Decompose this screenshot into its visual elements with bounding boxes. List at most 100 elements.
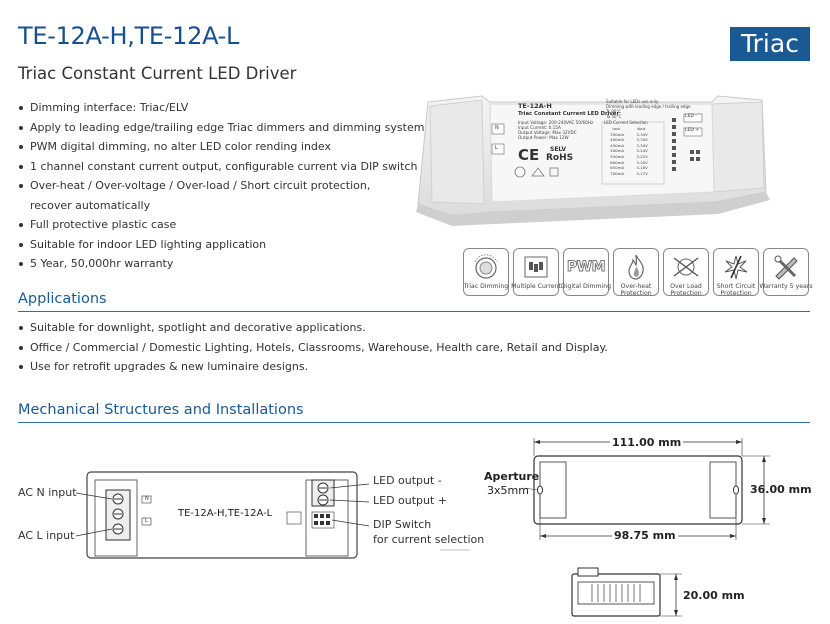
list-item-continuation: recover automatically bbox=[30, 198, 151, 212]
top-view-drawing bbox=[75, 471, 470, 559]
table-row: 650mA 3-18V bbox=[604, 165, 654, 171]
label-input-voltage: Input Voltage: 200-240VAC 50/60Hz bbox=[518, 120, 594, 125]
table-cell: 3-18V bbox=[636, 165, 648, 171]
table-row: 600mA 3-20V bbox=[604, 160, 654, 166]
label-notes: Suitable for LEDs use only Dimming with … bbox=[606, 99, 690, 119]
label-tc: Tc 90°C bbox=[606, 109, 622, 114]
list-item: Apply to leading edge/trailing edge Tria… bbox=[18, 118, 424, 138]
table-cell: 350mA bbox=[610, 131, 625, 137]
label-model: TE-12A-H bbox=[518, 102, 552, 110]
page-title: TE-12A-H,TE-12A-L bbox=[18, 22, 240, 50]
section-divider bbox=[18, 311, 810, 312]
table-cell: 3-24V bbox=[636, 148, 648, 154]
over-load-icon bbox=[663, 248, 709, 296]
feature-icon-row: PWM bbox=[463, 248, 813, 308]
led-output-plus-label: LED output + bbox=[373, 494, 448, 507]
table-cell: 700mA bbox=[610, 170, 625, 176]
label-table-title: LED Current Selection bbox=[604, 120, 648, 125]
aperture-size-label: 3x5mm bbox=[487, 484, 529, 497]
table-row: 550mA 3-22V bbox=[604, 154, 654, 160]
dimension-drawing bbox=[523, 438, 770, 617]
led-plus-label: LED + bbox=[685, 128, 700, 133]
selv-mark: SELV bbox=[550, 146, 567, 153]
label-input-current: Input Current: 0.15A bbox=[518, 125, 561, 130]
table-row: 350mA 3-34V bbox=[604, 132, 654, 138]
table-cell: 3-22V bbox=[636, 153, 648, 159]
list-item: 5 Year, 50,000hr warranty bbox=[18, 254, 424, 274]
over-heat-icon bbox=[613, 248, 659, 296]
short-circuit-icon bbox=[713, 248, 759, 296]
icon-label: Digital Dimming bbox=[560, 283, 612, 290]
list-item: 1 channel constant current output, confi… bbox=[18, 157, 424, 177]
table-cell: 400mA bbox=[610, 137, 625, 143]
list-item: PWM digital dimming, no alter LED color … bbox=[18, 137, 424, 157]
terminal-n-label: N bbox=[495, 125, 499, 131]
list-item: Over-heat / Over-voltage / Over-load / S… bbox=[18, 176, 424, 196]
table-cell: 650mA bbox=[610, 165, 625, 171]
list-item: Office / Commercial / Domestic Lighting,… bbox=[18, 338, 608, 358]
table-row: 450mA 3-34V bbox=[604, 143, 654, 149]
table-cell: 3-34V bbox=[636, 137, 648, 143]
mechanical-heading: Mechanical Structures and Installations bbox=[18, 402, 304, 418]
icon-label: Multiple Current bbox=[511, 283, 561, 290]
pwm-icon: PWM bbox=[563, 248, 609, 296]
label-product-name: Triac Constant Current LED Driver bbox=[518, 111, 620, 117]
label-output-voltage: Output Voltage: Max 32VDC bbox=[518, 130, 577, 135]
led-output-minus-label: LED output - bbox=[373, 474, 442, 487]
table-row: 700mA 3-17V bbox=[604, 171, 654, 177]
aperture-label: Aperture bbox=[484, 470, 540, 483]
drawing-model-label: TE-12A-H,TE-12A-L bbox=[178, 508, 273, 519]
table-cell: 3-34V bbox=[636, 131, 648, 137]
drawing-terminal-l: L bbox=[145, 518, 148, 524]
list-item: Use for retrofit upgrades & new luminair… bbox=[18, 357, 608, 377]
rohs-mark: RoHS bbox=[546, 153, 574, 163]
table-head: Vout bbox=[636, 126, 646, 131]
list-item: Full protective plastic case bbox=[18, 215, 424, 235]
page-subtitle: Triac Constant Current LED Driver bbox=[18, 64, 297, 83]
table-row: 500mA 3-24V bbox=[604, 148, 654, 154]
section-divider bbox=[18, 422, 810, 423]
led-minus-label: LED - bbox=[685, 114, 697, 119]
table-cell: 3-20V bbox=[636, 159, 648, 165]
pwm-text: PWM bbox=[566, 259, 606, 276]
product-type-badge: Triac bbox=[730, 27, 810, 61]
label-ta: Ta 50°C bbox=[606, 114, 622, 119]
icon-label: Warranty 5 years bbox=[759, 283, 813, 290]
multiple-current-icon bbox=[513, 248, 559, 296]
label-output-power: Output Power: Max 12W bbox=[518, 135, 569, 140]
applications-list: Suitable for downlight, spotlight and de… bbox=[18, 318, 608, 377]
dim-height-label: 20.00 mm bbox=[683, 589, 745, 602]
table-row: 400mA 3-34V bbox=[604, 137, 654, 143]
dim-width-label: 36.00 mm bbox=[750, 483, 812, 496]
label-specs: Input Voltage: 200-240VAC 50/60Hz Input … bbox=[518, 120, 593, 140]
icon-label: Over-heat Protection bbox=[620, 283, 652, 297]
table-cell: 3-34V bbox=[636, 142, 648, 148]
warranty-icon bbox=[763, 248, 809, 296]
table-cell: 500mA bbox=[610, 148, 625, 154]
icon-label: Short Circuit Protection bbox=[716, 283, 756, 297]
list-item: Dimming interface: Triac/ELV bbox=[18, 98, 424, 118]
ce-mark: CE bbox=[518, 146, 540, 164]
feature-list: Dimming interface: Triac/ELV Apply to le… bbox=[18, 98, 424, 274]
table-head: Iout bbox=[612, 126, 620, 131]
dip-switch-sub-label: for current selection bbox=[373, 533, 485, 546]
label-dimming: Dimming with leading edge / trailing edg… bbox=[606, 104, 691, 109]
table-cell: 450mA bbox=[610, 142, 625, 148]
terminal-l-label: L bbox=[495, 145, 498, 151]
dim-hole-span-label: 98.75 mm bbox=[612, 529, 678, 542]
dim-length-label: 111.00 mm bbox=[610, 436, 684, 449]
ac-n-input-label: AC N input bbox=[18, 486, 77, 499]
table-cell: 600mA bbox=[610, 159, 625, 165]
ac-l-input-label: AC L input bbox=[18, 529, 75, 542]
list-item: Suitable for downlight, spotlight and de… bbox=[18, 318, 608, 338]
product-photo bbox=[416, 95, 770, 226]
triac-dimming-icon bbox=[463, 248, 509, 296]
icon-label: Over Load Protection bbox=[670, 283, 702, 297]
icon-label: Triac Dimming bbox=[463, 283, 509, 290]
list-item: Suitable for indoor LED lighting applica… bbox=[18, 235, 424, 255]
table-cell: 550mA bbox=[610, 153, 625, 159]
label-current-table: Iout Vout 350mA 3-34V 400mA 3-34V 450mA 3-34… bbox=[604, 126, 654, 176]
table-cell: 3-17V bbox=[636, 170, 648, 176]
dip-switch-label: DIP Switch bbox=[373, 518, 432, 531]
applications-heading: Applications bbox=[18, 291, 107, 307]
